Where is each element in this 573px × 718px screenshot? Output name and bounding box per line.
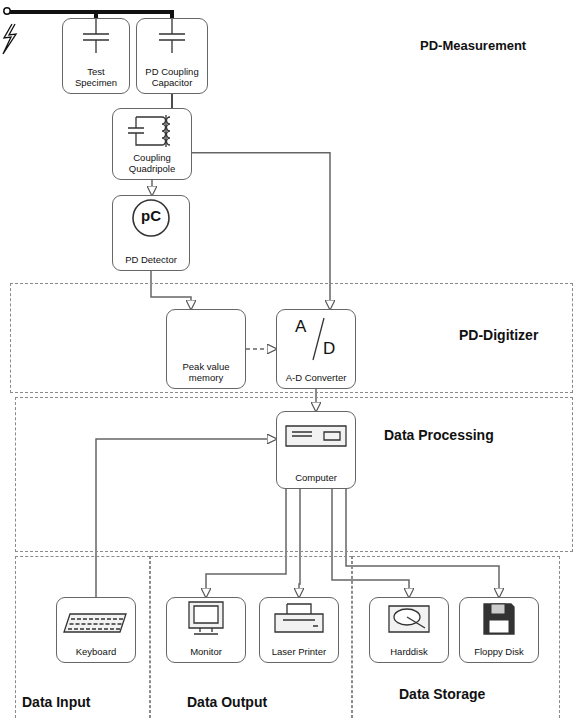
device-box: Monitor bbox=[166, 597, 246, 663]
hdd-icon bbox=[370, 598, 448, 654]
device-box: Floppy Disk bbox=[459, 597, 539, 663]
device-label: PD Coupling Capacitor bbox=[140, 67, 204, 89]
device-label: Test Specimen bbox=[66, 67, 126, 89]
device-label: Monitor bbox=[170, 647, 242, 658]
lightning-symbol bbox=[3, 24, 16, 54]
pcbox-icon bbox=[277, 412, 355, 468]
device-label: Harddisk bbox=[373, 647, 445, 658]
device-label: Computer bbox=[280, 473, 352, 484]
signal-connector bbox=[299, 489, 300, 597]
signal-connector bbox=[246, 348, 276, 350]
section-band: Harddisk Floppy DiskData Storage bbox=[352, 556, 560, 718]
device-box: Laser Printer bbox=[259, 597, 339, 663]
section-label: PD-Measurement bbox=[420, 38, 526, 53]
fdd-icon bbox=[460, 598, 538, 654]
device-label: A-D Converter bbox=[280, 373, 352, 384]
section-band: Computer Data Processing bbox=[15, 397, 573, 552]
device-box: Peak value memory bbox=[166, 309, 246, 389]
mon-icon bbox=[167, 598, 245, 654]
signal-connector bbox=[332, 489, 409, 597]
device-box: Harddisk bbox=[369, 597, 449, 663]
device-label: Keyboard bbox=[60, 647, 132, 658]
signal-connector bbox=[346, 489, 499, 597]
device-box: Keyboard bbox=[56, 597, 136, 663]
symbol-text: A bbox=[295, 318, 306, 337]
device-label: Laser Printer bbox=[263, 647, 335, 658]
section-band: Monitor Laser PrinterData Output bbox=[150, 556, 352, 718]
ad-icon bbox=[277, 310, 355, 366]
signal-connector bbox=[171, 94, 173, 108]
device-box: Test Specimen bbox=[62, 18, 130, 94]
section-band: KeyboardData Input bbox=[15, 556, 150, 718]
device-label: PD Detector bbox=[116, 255, 186, 266]
section-title: Data Input bbox=[22, 695, 90, 710]
device-box: pC PD Detector bbox=[112, 195, 190, 271]
hv-terminal bbox=[4, 8, 10, 14]
section-band: Peak value memory AD A-D Converter PD-Digit… bbox=[10, 283, 573, 393]
kb-icon bbox=[57, 598, 135, 654]
device-box: Computer bbox=[276, 411, 356, 489]
signal-connector bbox=[192, 153, 330, 309]
device-label: Floppy Disk bbox=[463, 647, 535, 658]
device-box: PD Coupling Capacitor bbox=[136, 18, 208, 94]
section-title: Data Processing bbox=[384, 428, 494, 443]
signal-connector bbox=[151, 180, 153, 195]
section-title: Data Output bbox=[187, 695, 267, 710]
device-label: Coupling Quadripole bbox=[116, 153, 188, 175]
hv-bus bbox=[10, 10, 96, 14]
symbol-text: pC bbox=[113, 208, 189, 225]
section-title: PD-Digitizer bbox=[459, 328, 538, 343]
signal-connector bbox=[206, 489, 286, 597]
device-box: AD A-D Converter bbox=[276, 309, 356, 389]
device-label: Peak value memory bbox=[170, 362, 242, 384]
section-title: Data Storage bbox=[399, 687, 485, 702]
prn-icon bbox=[260, 598, 338, 654]
device-box: Coupling Quadripole bbox=[112, 108, 192, 180]
symbol-text: D bbox=[323, 340, 335, 359]
signal-connector bbox=[151, 271, 191, 309]
